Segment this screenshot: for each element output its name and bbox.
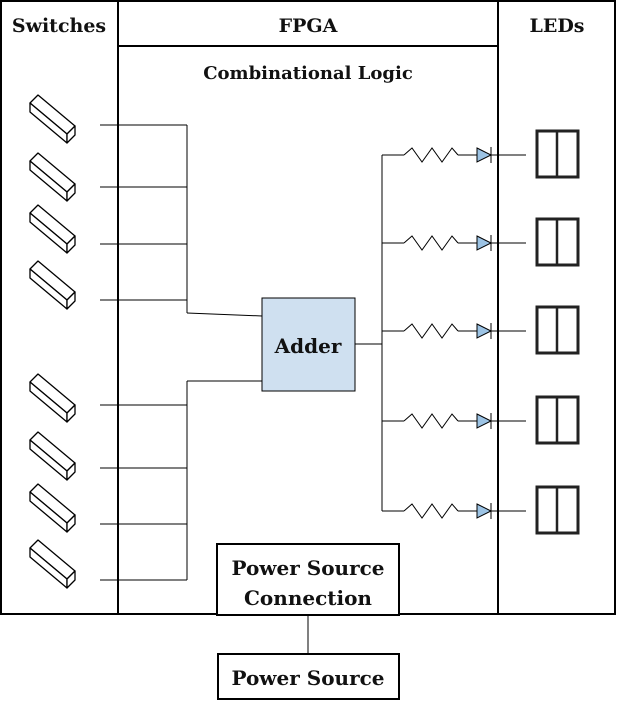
switch-end-face bbox=[66, 570, 76, 589]
switch-5 bbox=[29, 373, 76, 423]
diode-icon bbox=[476, 147, 493, 163]
switch-group bbox=[29, 94, 76, 589]
diode-icon bbox=[476, 503, 493, 519]
switch-end-face bbox=[66, 291, 76, 310]
switch-4 bbox=[29, 260, 76, 310]
led-2 bbox=[535, 217, 580, 267]
output-wires bbox=[355, 129, 580, 535]
power-source-label: Power Source bbox=[231, 666, 384, 690]
input-bus-top-to-adder bbox=[186, 312, 263, 317]
diode-icon bbox=[476, 323, 493, 339]
switch-6 bbox=[29, 431, 76, 481]
switch-end-face bbox=[66, 514, 76, 533]
adder-block bbox=[261, 297, 356, 392]
output-branch-5 bbox=[382, 503, 526, 519]
switch-end-face bbox=[66, 235, 76, 254]
output-branch-4 bbox=[382, 413, 526, 429]
diode-icon bbox=[476, 413, 493, 429]
led-1 bbox=[535, 129, 580, 179]
power-connection-box bbox=[216, 543, 400, 616]
switch-8 bbox=[29, 539, 76, 589]
adder-label: Adder bbox=[274, 334, 342, 358]
switch-end-face bbox=[66, 462, 76, 481]
resistor-icon bbox=[403, 147, 459, 163]
resistor-icon bbox=[403, 323, 459, 339]
switch-end-face bbox=[66, 125, 76, 144]
fpga-subtitle: Combinational Logic bbox=[203, 63, 413, 84]
switch-1 bbox=[29, 94, 76, 144]
output-branch-3 bbox=[382, 323, 526, 339]
leds-header: LEDs bbox=[529, 15, 584, 37]
input-wires bbox=[100, 124, 263, 581]
switch-2 bbox=[29, 152, 76, 202]
diode-icon bbox=[476, 235, 493, 251]
led-5 bbox=[535, 485, 580, 535]
output-branch-2 bbox=[382, 235, 526, 251]
switches-header: Switches bbox=[12, 15, 106, 37]
switch-3 bbox=[29, 204, 76, 254]
fpga-header: FPGA bbox=[279, 15, 338, 37]
switch-7 bbox=[29, 483, 76, 533]
led-3 bbox=[535, 305, 580, 355]
power-connection-line2: Connection bbox=[244, 586, 372, 610]
resistor-icon bbox=[403, 503, 459, 519]
switch-end-face bbox=[66, 404, 76, 423]
resistor-icon bbox=[403, 413, 459, 429]
power-connection-line1: Power Source bbox=[231, 556, 384, 580]
power-source-box bbox=[217, 653, 400, 700]
resistor-icon bbox=[403, 235, 459, 251]
switch-end-face bbox=[66, 183, 76, 202]
output-branch-1 bbox=[382, 147, 526, 163]
led-4 bbox=[535, 395, 580, 445]
